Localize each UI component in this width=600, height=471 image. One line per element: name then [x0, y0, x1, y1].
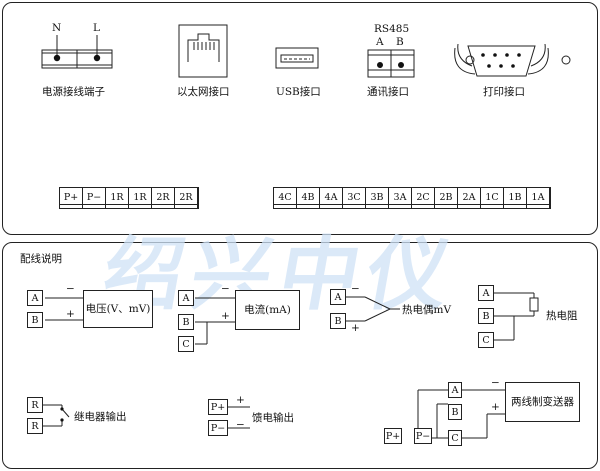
current-b-terminal: B [178, 314, 194, 330]
tw-p-minus-terminal: P− [414, 428, 432, 444]
voltage-a-terminal: A [27, 290, 43, 306]
terminal-cell: 1R [129, 188, 152, 208]
power-l-label: L [93, 22, 100, 34]
tc-b-terminal: B [330, 313, 346, 329]
terminal-cell: 4C [274, 188, 297, 208]
feed-p-plus-terminal: P+ [208, 399, 228, 415]
feed-p-minus-terminal: P− [208, 420, 228, 436]
terminal-divider [274, 204, 550, 205]
voltage-minus: − [66, 283, 75, 295]
feed-plus: + [236, 394, 245, 406]
rs485-a-label: A [376, 36, 384, 48]
tw-c-terminal: C [448, 430, 462, 446]
usb-label: USB接口 [276, 86, 321, 98]
feed-label: 馈电输出 [252, 412, 294, 424]
voltage-b-terminal: B [27, 312, 43, 328]
terminal-cell: 2R [175, 188, 198, 208]
terminal-cell: 1C [481, 188, 504, 208]
relay-r2-terminal: R [27, 418, 43, 434]
current-source: 电流(mA) [235, 290, 300, 330]
terminal-cell: 1R [106, 188, 129, 208]
ethernet-port [178, 24, 228, 78]
rtd-b-terminal: B [478, 308, 494, 324]
tw-b-terminal: B [448, 404, 462, 420]
usb-port [275, 47, 319, 69]
terminal-cell: P+ [60, 188, 83, 208]
tw-p-plus-terminal: P+ [384, 428, 402, 444]
terminal-divider [60, 204, 198, 205]
tw-a-terminal: A [448, 382, 462, 398]
rtd-label: 热电阻 [546, 310, 578, 322]
terminal-cell: 2B [435, 188, 458, 208]
terminal-cell: 1B [504, 188, 527, 208]
terminal-cell: 3A [389, 188, 412, 208]
print-label: 打印接口 [483, 86, 525, 98]
voltage-source: 电压(V、mV) [83, 290, 153, 328]
terminal-cell: 2R [152, 188, 175, 208]
terminal-cell: P− [83, 188, 106, 208]
two-wire-transmitter: 两线制变送器 [505, 382, 580, 422]
rs485-title: RS485 [374, 23, 410, 35]
rs485-b-label: B [396, 36, 404, 48]
tc-minus: − [351, 283, 360, 295]
relay-r1-terminal: R [27, 397, 43, 413]
terminal-cell: 4A [320, 188, 343, 208]
tw-plus: + [491, 401, 500, 413]
tc-plus: + [351, 322, 360, 334]
voltage-plus: + [66, 308, 75, 320]
terminal-cell: 1A [527, 188, 550, 208]
terminal-cell: 2C [412, 188, 435, 208]
interface-panel [2, 2, 598, 235]
rs485-label: 通讯接口 [367, 86, 409, 98]
wiring-title: 配线说明 [20, 253, 62, 265]
terminal-cell: 4B [297, 188, 320, 208]
terminal-cell: 3C [343, 188, 366, 208]
current-plus: + [221, 310, 230, 322]
tc-label: 热电偶mV [402, 304, 452, 316]
db9-port [467, 45, 536, 77]
power-label: 电源接线端子 [42, 86, 105, 98]
current-minus: − [221, 283, 230, 295]
rtd-a-terminal: A [478, 285, 494, 301]
power-n-label: N [52, 22, 62, 34]
terminal-cell: 3B [366, 188, 389, 208]
terminal-cell: 2A [458, 188, 481, 208]
ethernet-label: 以太网接口 [177, 86, 230, 98]
tc-a-terminal: A [330, 289, 346, 305]
tw-minus: − [491, 377, 500, 389]
current-a-terminal: A [178, 290, 194, 306]
current-c-terminal: C [178, 336, 194, 352]
relay-label: 继电器输出 [74, 411, 127, 423]
wiring-panel [2, 242, 598, 469]
feed-minus: − [236, 419, 245, 431]
rtd-c-terminal: C [478, 332, 494, 348]
